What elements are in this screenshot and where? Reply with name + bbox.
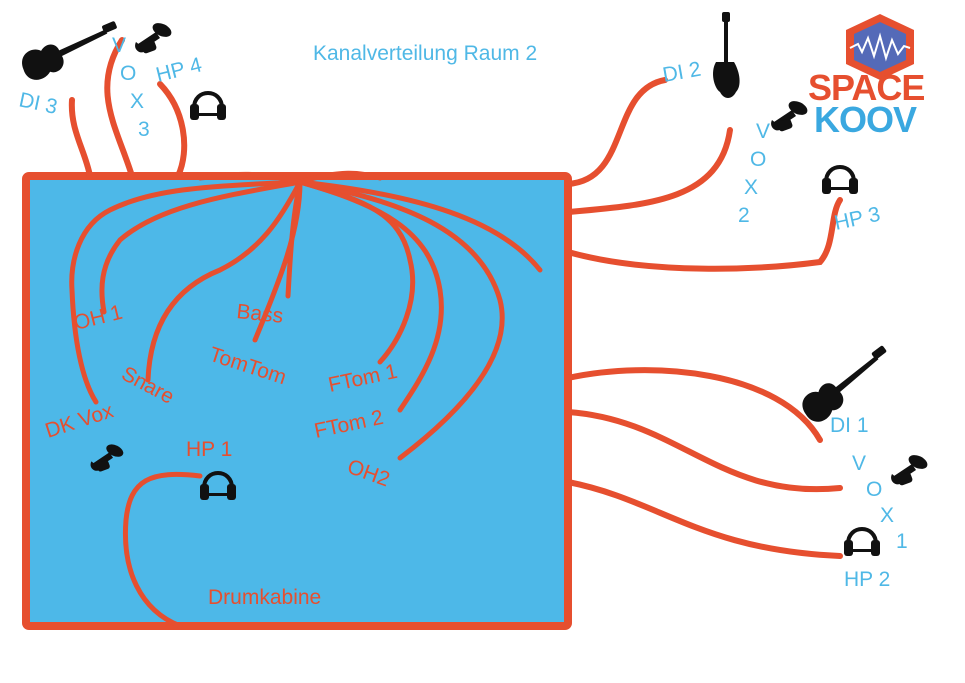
headphones-icon: [820, 165, 860, 196]
label-drumkabine: Drumkabine: [208, 586, 321, 609]
cable-di3: [68, 97, 93, 179]
label-vox2-2: X: [744, 176, 758, 199]
label-vox3-0: V: [112, 34, 126, 57]
label-vox1-0: V: [852, 452, 866, 475]
cable-vox2: [565, 127, 733, 215]
logo-text-koov: KOOV: [814, 99, 917, 140]
cable-hp3: [565, 197, 843, 272]
internal-cables: [69, 170, 543, 629]
drum-booth-room: [22, 172, 572, 630]
label-di3: DI 3: [17, 88, 59, 119]
cable-vox1: [565, 409, 843, 493]
label-vox2-1: O: [750, 148, 766, 171]
microphone-icon: [135, 20, 174, 55]
label-vox3-3: 3: [138, 118, 150, 141]
logo-hexagon: [846, 14, 914, 80]
label-vox3-1: O: [120, 62, 136, 85]
logo-text-space: SPACE: [808, 67, 924, 108]
label-hp4: HP 4: [154, 53, 205, 87]
label-hp1: HP 1: [186, 438, 232, 461]
label-vox1-2: X: [880, 504, 894, 527]
cable-hp4: [157, 81, 188, 179]
cable-hp2: [565, 479, 843, 559]
label-vox3-2: X: [130, 90, 144, 113]
label-vox1: V O X 1: [852, 452, 908, 553]
label-vox1-3: 1: [896, 530, 908, 553]
label-vox2-0: V: [756, 120, 770, 143]
headphones-icon: [188, 91, 228, 122]
cable-di1: [565, 367, 823, 443]
label-vox3: V O X 3: [112, 34, 150, 141]
label-di2: DI 2: [661, 58, 703, 87]
label-hp3: HP 3: [832, 203, 882, 235]
label-vox1-1: O: [866, 478, 882, 501]
label-bass: Bass: [235, 300, 284, 328]
microphone-icon: [771, 98, 810, 133]
cable-vox3: [104, 37, 135, 179]
label-vox2-3: 2: [738, 204, 750, 227]
label-di1: DI 1: [830, 414, 869, 437]
microphone-icon: [891, 452, 930, 487]
label-vox2: V O X 2: [738, 120, 770, 227]
headphones-icon: [842, 527, 882, 558]
bass-guitar-icon: [713, 12, 740, 98]
diagram-title: Kanalverteilung Raum 2: [313, 42, 537, 65]
label-hp2: HP 2: [844, 568, 890, 591]
cable-di2: [565, 77, 668, 187]
